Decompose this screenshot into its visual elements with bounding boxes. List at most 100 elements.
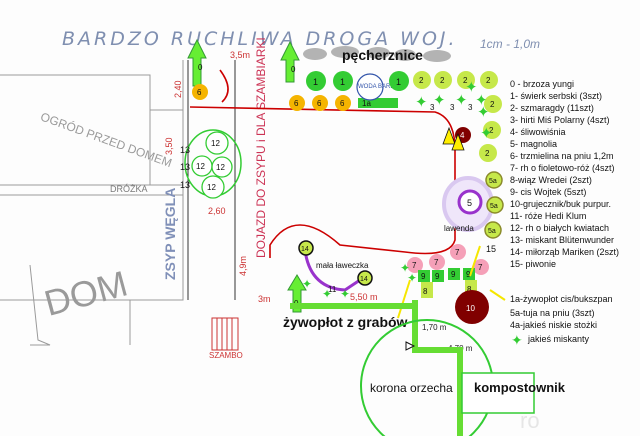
legend-item-5: 5- magnolia — [510, 139, 557, 149]
spruce-label-3: 1 — [396, 77, 401, 87]
dim-vert: 4,9m — [238, 256, 248, 276]
cis-label-3: 9 — [451, 270, 456, 279]
ginkgo-label-1: 14 — [301, 246, 309, 253]
hedge-1a — [358, 98, 398, 108]
septic-label: SZAMBO — [209, 351, 243, 360]
beech-label: 10 — [466, 304, 475, 313]
legend-extra-1: 5a-tuja na pniu (3szt) — [510, 308, 595, 318]
roses-label: 11 — [328, 285, 337, 294]
plum-label: 4 — [460, 131, 465, 140]
bench-miskants: ✦✦✦ — [302, 277, 350, 301]
legend-item-1: 1- świerk serbski (3szt) — [510, 91, 602, 101]
svg-text:✦: ✦ — [433, 92, 446, 109]
magnolia-label: 5 — [467, 198, 472, 208]
cis-label-1: 9 — [421, 272, 426, 281]
coal-chute-label: ZSYP WĘGLA — [162, 188, 178, 280]
ginkgo-2 — [357, 270, 373, 286]
hedge-1a-label: 1a — [362, 99, 371, 108]
spindle-label-2: 6 — [294, 99, 299, 108]
cis-label-4: 9 — [466, 270, 471, 279]
hirti-label-3: 3 — [468, 103, 473, 112]
tuja-group — [484, 171, 504, 239]
rhodo-pink-label-1: 7 — [412, 261, 417, 270]
legend-extra-0: 1a-żywopłot cis/bukszpan — [510, 294, 613, 304]
garden-front-label: OGRÓD PRZED DOMEM — [39, 109, 174, 171]
hirti-label-2: 3 — [450, 103, 455, 112]
emerald-label-5: 2 — [490, 100, 495, 109]
legend-extra-2: 4a-jakieś niskie stożki — [510, 320, 597, 330]
red-curve — [219, 69, 229, 103]
legend-item-9: 9- cis Wojtek (5szt) — [510, 187, 586, 197]
svg-text:✦: ✦ — [415, 94, 428, 111]
legend-item-12: 12- rh o białych kwiatach — [510, 223, 609, 233]
elm-label-1: 8 — [423, 287, 428, 296]
rhodo-pink-label-3: 7 — [455, 248, 460, 257]
dim-top: 3,5m — [230, 50, 250, 60]
hirti-stars: ✦✦✦ ✦✦✦✦ — [415, 79, 493, 142]
ginkgo-1 — [298, 240, 314, 256]
peony-label: 15 — [486, 244, 496, 254]
hirti-label-1: 3 — [430, 103, 435, 112]
legend-item-7: 7- rh o fioletowo-róż (4szt) — [510, 163, 615, 173]
emerald-label-3: 2 — [463, 76, 468, 85]
spindle-group — [192, 84, 351, 111]
legend-item-15: 15- piwonie — [510, 259, 556, 269]
legend-item-3: 3- hirti Miś Polarny (4szt) — [510, 115, 610, 125]
elm-label-2: 8 — [467, 285, 472, 294]
spruce-label-2: 1 — [340, 77, 345, 87]
magnolia — [457, 189, 483, 215]
spruce-label-1: 1 — [313, 77, 318, 87]
house-outline — [0, 60, 184, 346]
svg-text:✦: ✦ — [480, 125, 493, 142]
svg-text:✦: ✦ — [322, 287, 332, 301]
tuja-label-3: 5a — [488, 228, 496, 235]
mid-miskants: ✦✦ — [400, 261, 417, 285]
legend-item-8: 8-wiąz Wredei (2szt) — [510, 175, 592, 185]
svg-text:✦: ✦ — [407, 271, 417, 285]
bench-label: mała ławeczka — [316, 261, 369, 270]
road-title: BARDZO RUCHLIWA DROGA WOJ. — [62, 28, 458, 50]
emerald-label-4: 2 — [486, 76, 491, 85]
spruce-group — [306, 71, 409, 91]
emerald-label-2: 2 — [440, 76, 445, 85]
rhodo-label-1: 12 — [211, 139, 220, 148]
emerald-label-7: 2 — [485, 149, 490, 158]
dim-left1: 2,40 — [173, 80, 183, 98]
dim-bottom2: 5,50 m — [350, 292, 378, 302]
cis-group — [418, 268, 475, 282]
legend-item-10: 10-grujecznik/buk purpur. — [510, 199, 611, 209]
legend: 0 - brzoza yungi 1- świerk serbski (3szt… — [510, 79, 619, 269]
rhodo-pink-label-4: 7 — [478, 263, 483, 272]
house-label: DOM — [40, 263, 132, 324]
miskant-label-2: 13 — [180, 162, 190, 172]
miskant-legend-icon: ✦ — [511, 332, 523, 348]
pecherznice-label: pęcherznice — [342, 47, 423, 63]
beech-tree — [455, 290, 489, 324]
legend-item-14: 14- miłorząb Mariken (2szt) — [510, 247, 619, 257]
scale-note: 1cm - 1,0m — [480, 37, 540, 51]
lawn-outline — [189, 106, 456, 258]
birch-label-2: 0 — [291, 65, 296, 74]
legend-item-11: 11- róże Hedi Klum — [510, 211, 586, 221]
legend-item-4: 4- śliwowiśnia — [510, 127, 566, 137]
svg-text:✦: ✦ — [340, 287, 350, 301]
emerald-group — [413, 71, 502, 162]
lavender-label: lawenda — [444, 224, 474, 233]
emerald-label-1: 2 — [419, 76, 424, 85]
rhodo-label-2: 12 — [196, 162, 205, 171]
yellow-rays — [397, 245, 506, 319]
dim-mid: 2,60 — [208, 206, 226, 216]
birch-arrows — [187, 38, 307, 313]
compost-box — [461, 372, 535, 414]
tuja-label-2: 5a — [490, 203, 498, 210]
rhodo-pink-group — [407, 244, 489, 275]
miskant-label-1: 13 — [180, 145, 190, 155]
dim-left2: 3,50 — [164, 137, 174, 155]
rhodo-label-3: 12 — [216, 163, 225, 172]
rhodo-label-4: 12 — [207, 183, 216, 192]
spindle-label-1: 6 — [197, 88, 202, 97]
septic-tank — [211, 317, 239, 351]
svg-text:✦: ✦ — [477, 104, 490, 121]
hedge-label: żywopłot z grabów — [283, 314, 408, 330]
